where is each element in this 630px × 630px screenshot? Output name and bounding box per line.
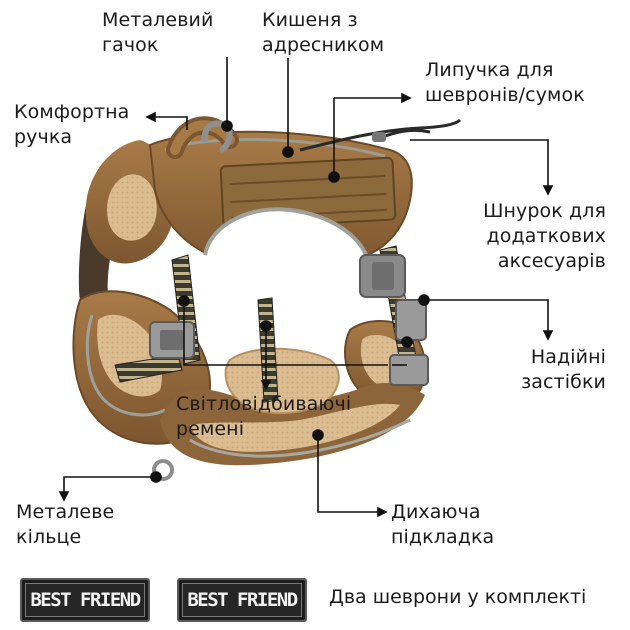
callout-metal-ring: Металеве кільце <box>16 501 115 548</box>
callout-lines <box>58 57 554 518</box>
callout-buckles: Надійні застібки <box>521 346 606 393</box>
patch-best-friend-2: BEST FRIEND <box>177 578 307 622</box>
harness-body <box>72 116 462 481</box>
callout-metal-hook: Металевий гачок <box>102 9 214 56</box>
callout-cord: Шнурок для додаткових аксесуарів <box>483 200 606 272</box>
patch-best-friend-1: BEST FRIEND <box>20 578 150 622</box>
callout-lining: Дихаюча підкладка <box>391 501 495 548</box>
callout-reflective: Світловідбиваючі ремені <box>176 393 352 440</box>
callout-handle: Комфортна ручка <box>14 101 130 148</box>
patches-caption: Два шеврони у комплекті <box>329 586 587 608</box>
callout-pocket: Кишеня з адресником <box>262 9 385 56</box>
callout-velcro: Липучка для шевронів/сумок <box>425 59 585 106</box>
